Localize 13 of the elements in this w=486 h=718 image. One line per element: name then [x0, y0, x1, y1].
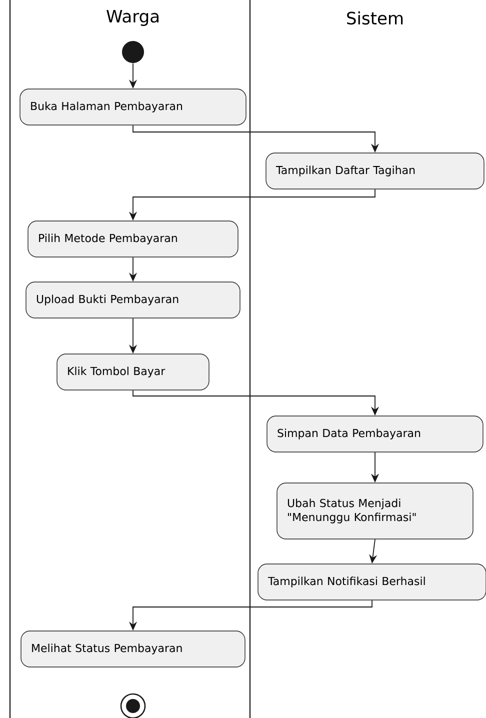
- lane-header: Warga: [106, 10, 158, 26]
- action-box: Pilih Metode Pembayaran: [28, 220, 238, 258]
- action-box: Buka Halaman Pembayaran: [20, 88, 246, 126]
- action-box: Klik Tombol Bayar: [56, 354, 210, 390]
- action-box: Tampilkan Daftar Tagihan: [266, 152, 484, 190]
- lane-header: Sistem: [347, 11, 403, 25]
- action-box: Upload Bukti Pembayaran: [26, 282, 240, 318]
- action-box: Simpan Data Pembayaran: [266, 416, 484, 452]
- end-node: [120, 693, 146, 718]
- action-box: Tampilkan Notifikasi Berhasil: [258, 564, 486, 600]
- action-box: Ubah Status Menjadi "Menunggu Konfirmasi": [276, 482, 474, 540]
- start-node: [122, 41, 144, 63]
- action-box: Melihat Status Pembayaran: [20, 630, 246, 668]
